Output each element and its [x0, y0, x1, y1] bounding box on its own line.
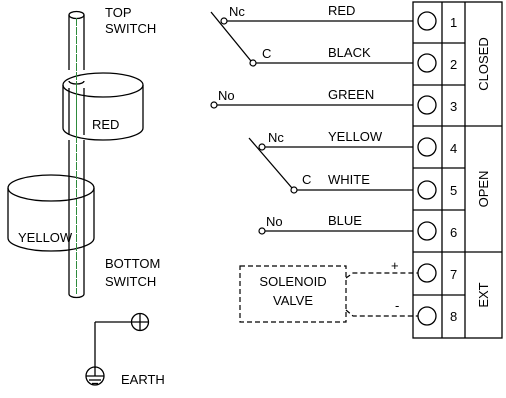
contact-c-top [249, 59, 257, 67]
wire-label-blue: BLUE [328, 213, 362, 228]
earth-ground-icon [85, 366, 105, 386]
yellow-float [7, 174, 95, 252]
group-label-ext: EXT [476, 282, 491, 307]
top-switch-label-2: SWITCH [105, 21, 156, 36]
terminal-screw-2 [417, 53, 437, 73]
solenoid-minus-label: - [395, 298, 399, 313]
terminal-screw-8 [417, 306, 437, 326]
contact-c-bottom [290, 186, 298, 194]
contact-no-bottom [258, 227, 266, 235]
solenoid-valve: SOLENOID VALVE + - [239, 258, 418, 323]
nc-bottom-label: Nc [268, 130, 284, 145]
group-label-closed: CLOSED [476, 37, 491, 90]
red-float [62, 72, 144, 141]
wire-label-green: GREEN [328, 87, 374, 102]
terminal-number-1: 1 [450, 15, 457, 30]
terminal-screw-6 [417, 221, 437, 241]
earth-terminal-icon [130, 312, 150, 332]
yellow-float-label: YELLOW [18, 230, 73, 245]
solenoid-plus-label: + [391, 258, 399, 273]
float-switch: TOP SWITCH RED YELLOW BOTTOM SWITCH [7, 5, 160, 299]
c-top-label: C [262, 46, 271, 61]
terminal-number-4: 4 [450, 141, 457, 156]
contacts: Nc C No Nc C No [210, 4, 413, 235]
wire-label-black: BLACK [328, 45, 371, 60]
group-label-open: OPEN [476, 171, 491, 208]
wire-label-yellow: YELLOW [328, 129, 383, 144]
terminal-number-5: 5 [450, 183, 457, 198]
c-bottom-label: C [302, 172, 311, 187]
terminal-number-3: 3 [450, 99, 457, 114]
top-switch-label-1: TOP [105, 5, 132, 20]
terminal-number-8: 8 [450, 309, 457, 324]
earth-connection: EARTH [85, 312, 165, 387]
solenoid-label-line2: VALVE [273, 293, 313, 308]
wire-labels: RED BLACK GREEN YELLOW WHITE BLUE [328, 3, 383, 228]
contact-nc-top [220, 17, 228, 25]
nc-top-label: Nc [229, 4, 245, 19]
contact-nc-bottom [258, 143, 266, 151]
terminal-screw-4 [417, 137, 437, 157]
wire-label-red: RED [328, 3, 355, 18]
red-float-label: RED [92, 117, 119, 132]
terminal-screw-5 [417, 180, 437, 200]
terminal-number-6: 6 [450, 225, 457, 240]
no-bottom-label: No [266, 214, 283, 229]
bottom-switch-label-1: BOTTOM [105, 256, 160, 271]
wire-label-white: WHITE [328, 172, 370, 187]
terminal-number-7: 7 [450, 267, 457, 282]
bottom-switch-label-2: SWITCH [105, 274, 156, 289]
terminal-screw-7 [417, 263, 437, 283]
terminal-screw-3 [417, 95, 437, 115]
no-top-label: No [218, 88, 235, 103]
solenoid-label-line1: SOLENOID [259, 274, 326, 289]
terminal-number-2: 2 [450, 57, 457, 72]
terminal-screw-1 [417, 11, 437, 31]
terminal-block: 1 2 3 4 5 6 7 8 CLOSED OPEN EXT [412, 1, 503, 339]
earth-label: EARTH [121, 372, 165, 387]
contact-no-top [210, 101, 218, 109]
